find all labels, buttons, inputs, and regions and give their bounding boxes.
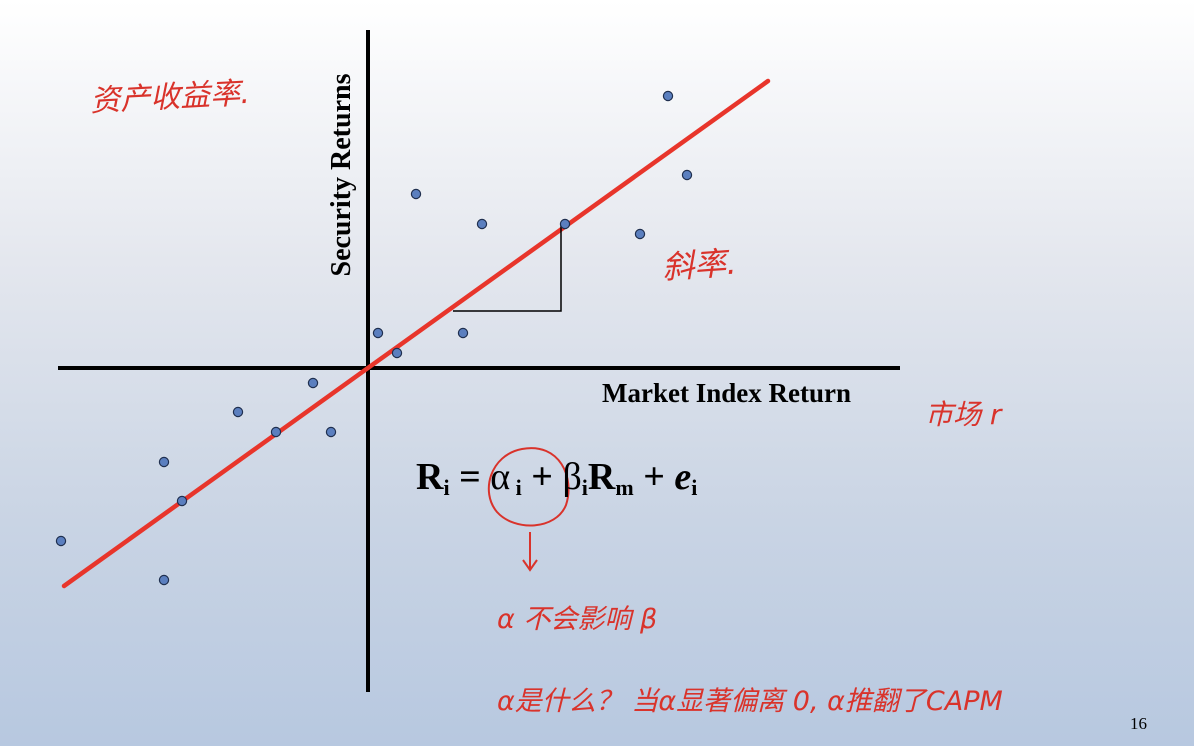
data-point-16 [158,574,170,586]
y-axis-label: Security Returns [326,73,357,277]
data-points [55,90,693,586]
formula-plus1: + [521,456,563,498]
data-point-0 [662,90,674,102]
data-point-11 [270,426,282,438]
annotation-alpha-question: α是什么？ 当α显著偏离 0, α推翻了CAPM [497,686,1003,717]
data-point-14 [176,495,188,507]
annotation-marks [487,447,570,572]
arrow-head-mark [522,559,538,572]
data-point-2 [410,188,422,200]
formula-alpha-sub: i [510,475,522,500]
data-point-10 [232,406,244,418]
page-number: 16 [1130,714,1147,733]
annotation-slope: 斜率. [660,243,738,287]
slope-triangle [453,225,562,312]
formula-e: e [674,456,692,498]
data-point-13 [158,456,170,468]
formula-alpha: α [490,456,511,498]
data-point-3 [476,218,488,230]
annotation-market: 市场 r [925,398,1002,431]
formula-rm-sub: m [615,475,634,500]
data-point-4 [559,218,571,230]
data-point-5 [634,228,646,240]
x-axis-label: Market Index Return [602,378,851,408]
regression-line [61,78,771,589]
formula-rm: R [587,456,616,498]
regression-formula: Ri = α i + βiRm + ei [416,455,697,501]
alpha-circle-mark [487,447,570,527]
formula-r: R [416,456,444,498]
formula-beta-sub: i [581,475,588,500]
data-point-8 [391,347,403,359]
data-point-15 [55,535,67,547]
data-point-6 [372,327,384,339]
data-point-9 [307,377,319,389]
formula-plus2: + [633,456,675,498]
annotation-alpha-note: α 不会影响 β [497,604,658,635]
data-point-7 [457,327,469,339]
formula-beta: β [562,456,582,498]
regression-line-path [61,78,771,589]
data-point-12 [325,426,337,438]
axes [58,30,900,692]
annotation-asset-return: 资产收益率. [89,75,251,120]
formula-eq: = [449,456,491,498]
formula-r-sub: i [443,475,450,500]
formula-e-sub: i [691,475,698,500]
slope-triangle-lines [453,225,562,312]
data-point-1 [681,169,693,181]
